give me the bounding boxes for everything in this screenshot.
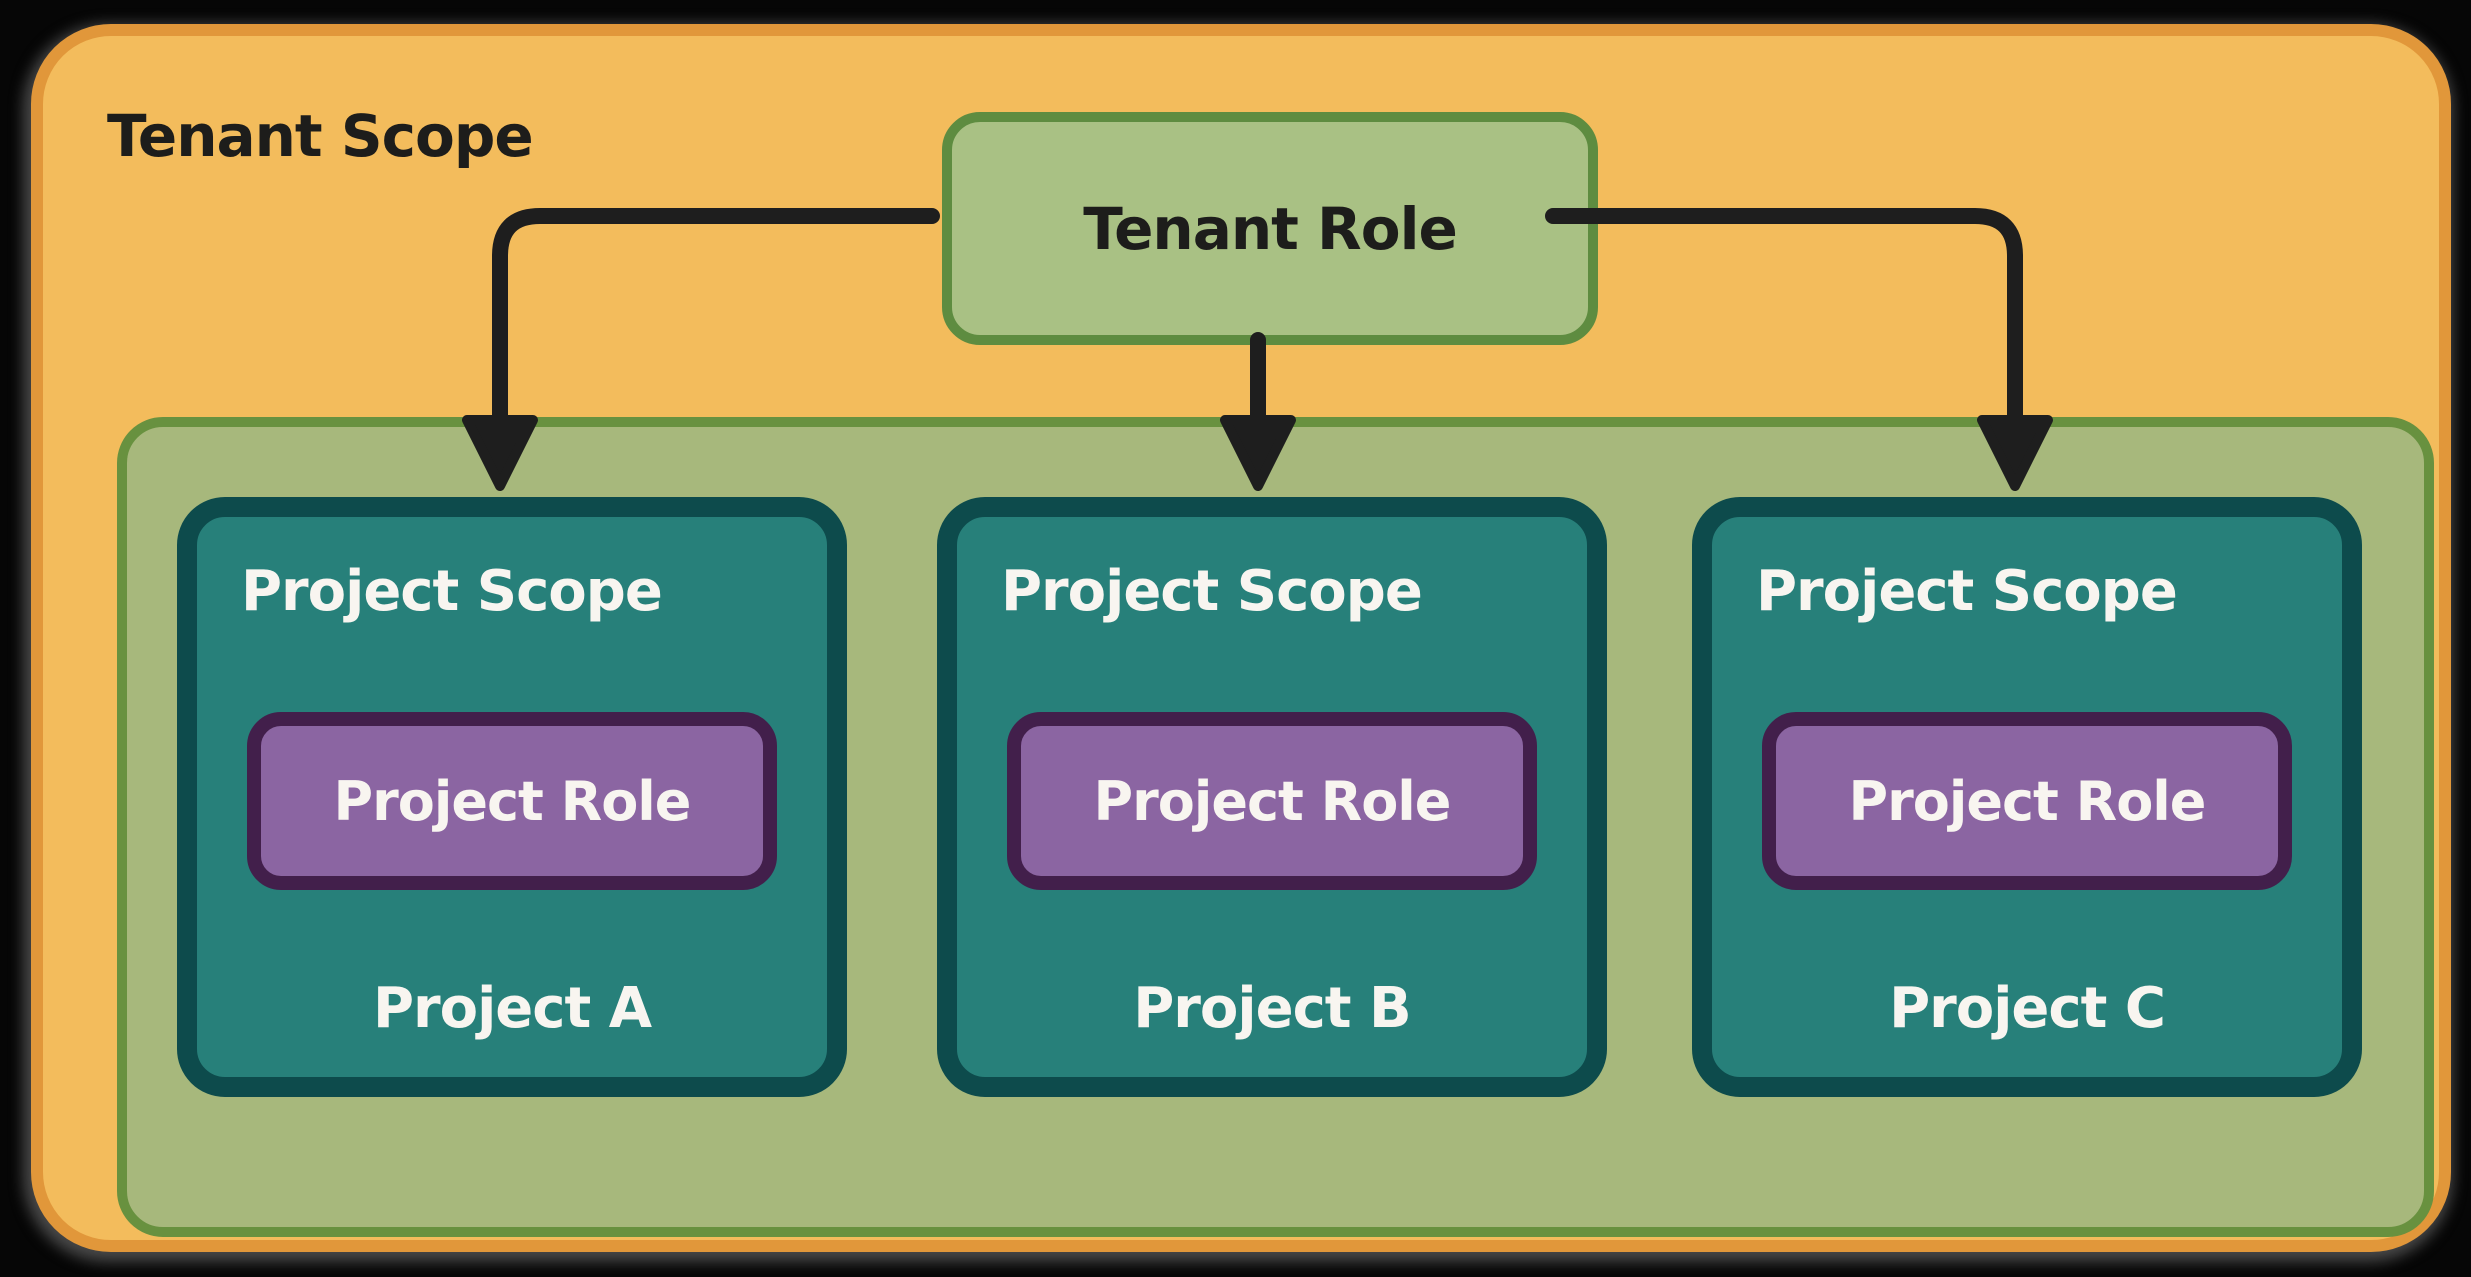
project-scope-box-a: Project Scope Project Role Project A bbox=[177, 497, 847, 1097]
project-scope-box-b: Project Scope Project Role Project B bbox=[937, 497, 1607, 1097]
tenant-role-node: Tenant Role bbox=[942, 112, 1598, 345]
project-scope-box-c: Project Scope Project Role Project C bbox=[1692, 497, 2362, 1097]
project-role-node: Project Role bbox=[1007, 712, 1537, 890]
project-role-node: Project Role bbox=[1762, 712, 2292, 890]
tenant-scope-container: Tenant Scope Tenant Role Project Scope P… bbox=[31, 24, 2451, 1252]
project-role-label: Project Role bbox=[1093, 769, 1452, 833]
project-role-node: Project Role bbox=[247, 712, 777, 890]
project-name-label: Project C bbox=[1889, 976, 2166, 1041]
project-name-label: Project A bbox=[372, 976, 652, 1041]
project-name-label: Project B bbox=[1133, 976, 1411, 1041]
projects-zone: Project Scope Project Role Project A Pro… bbox=[117, 417, 2434, 1237]
project-role-label: Project Role bbox=[333, 769, 692, 833]
project-scope-label: Project Scope bbox=[241, 559, 663, 624]
project-scope-label: Project Scope bbox=[1756, 559, 2178, 624]
project-role-label: Project Role bbox=[1848, 769, 2207, 833]
tenant-scope-label: Tenant Scope bbox=[107, 102, 534, 170]
project-scope-label: Project Scope bbox=[1001, 559, 1423, 624]
tenant-role-label: Tenant Role bbox=[1083, 194, 1458, 263]
